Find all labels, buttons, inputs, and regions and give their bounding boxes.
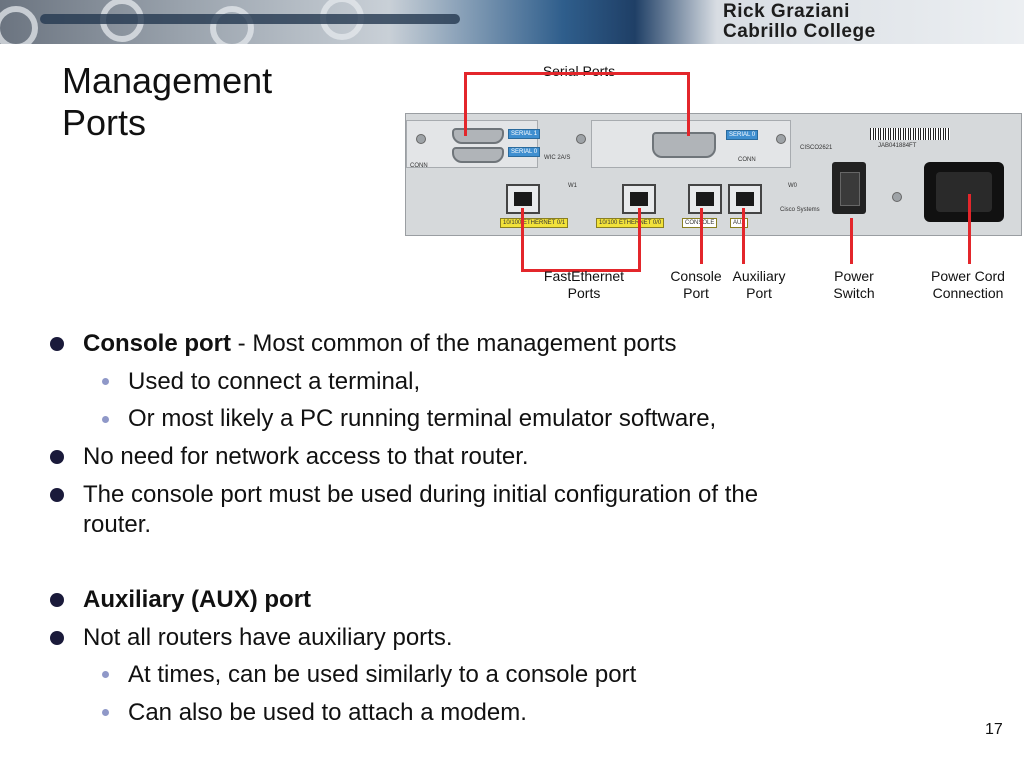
serial-port-0: [452, 147, 504, 163]
power-switch-label: Power Switch: [833, 268, 875, 301]
sub-bullet-connect-terminal: Used to connect a terminal,: [128, 368, 421, 395]
screw: [416, 134, 426, 144]
serial-ports-label: Serial Ports: [542, 63, 616, 79]
page-number: 17: [985, 721, 1003, 738]
bullet-marker: [50, 337, 64, 351]
sub-bullet-marker: [102, 671, 109, 678]
fastethernet-ports-label: FastEthernet Ports: [543, 268, 625, 301]
console-callout: [700, 208, 703, 264]
sub-bullet-modem: Can also be used to attach a modem.: [128, 699, 527, 726]
title-line-2: Ports: [62, 102, 147, 143]
bullet-aux-port: Auxiliary (AUX) port: [83, 586, 312, 613]
power-cord-callout: [968, 194, 971, 264]
power-switch-graphic: [832, 162, 866, 214]
aux-port: [728, 184, 762, 214]
ethernet-0-1-tag: 10/100 ETHERNET 0/1: [500, 218, 569, 228]
sub-bullet-marker: [102, 378, 109, 385]
serial-port-1: [452, 128, 504, 144]
power-cord-socket: [924, 162, 1004, 222]
bullet-marker: [50, 488, 64, 502]
header-banner: Rick Graziani Cabrillo College: [0, 0, 1024, 44]
fastethernet-callout-bar: [521, 269, 641, 272]
serial-callout-bar: [464, 72, 690, 75]
cable-coil-decoration: [210, 6, 254, 44]
w0-tag: W0: [788, 183, 797, 189]
conn-tag-right: CONN: [738, 157, 756, 163]
bullet-initial-config-cont: router.: [83, 511, 152, 538]
cable-decoration: [40, 14, 460, 24]
fastethernet-callout-stem2: [638, 208, 641, 272]
model-text: CISCO2621: [800, 145, 833, 151]
serial-callout-right: [687, 72, 690, 136]
aux-tag: AUX: [730, 218, 749, 228]
serial-callout-left: [464, 72, 467, 136]
slide-title: Management Ports: [62, 60, 382, 144]
serial-number-text: JAB041884FT: [878, 143, 917, 149]
title-line-1: Management: [62, 60, 273, 101]
aux-callout: [742, 208, 745, 264]
wic-serial-tag: SERIAL 0: [726, 130, 759, 140]
bullet-console-port: Console port - Most common of the manage…: [83, 330, 677, 357]
w1-tag: W1: [568, 183, 577, 189]
power-cord-label: Power Cord Connection: [931, 268, 1005, 301]
console-port-label: Console Port: [670, 268, 722, 301]
cisco-logo-text: Cisco Systems: [780, 207, 820, 213]
author-brand: Rick Graziani Cabrillo College: [723, 0, 933, 44]
ethernet-0-0-tag: 10/100 ETHERNET 0/0: [596, 218, 665, 228]
sub-bullet-marker: [102, 416, 109, 423]
author-name: Rick Graziani: [723, 1, 850, 22]
console-tag: CONSOLE: [682, 218, 718, 228]
screw: [892, 192, 902, 202]
router-diagram: Serial Ports SERIAL 1 SERIAL 0 WIC 2A/S …: [400, 58, 1024, 308]
console-port: [688, 184, 722, 214]
serial1-tag: SERIAL 1: [508, 129, 541, 139]
sub-bullet-similar-console: At times, can be used similarly to a con…: [128, 661, 637, 688]
bullet-marker: [50, 450, 64, 464]
serial0-tag: SERIAL 0: [508, 147, 541, 157]
cable-coil-decoration: [0, 6, 38, 44]
power-switch-callout: [850, 218, 853, 264]
bullet-marker: [50, 593, 64, 607]
bullet-no-network: No need for network access to that route…: [83, 443, 529, 470]
screw: [576, 134, 586, 144]
serial-barcode: [870, 128, 950, 140]
sub-bullet-pc-emulator: Or most likely a PC running terminal emu…: [128, 405, 717, 432]
bullet-initial-config: The console port must be used during ini…: [83, 481, 759, 508]
wic-tag: WIC 2A/S: [544, 155, 571, 161]
screw: [776, 134, 786, 144]
bullet-marker: [50, 631, 64, 645]
sub-bullet-marker: [102, 709, 109, 716]
college-name: Cabrillo College: [723, 21, 876, 42]
conn-tag-left: CONN: [410, 163, 428, 169]
bullet-not-all-routers: Not all routers have auxiliary ports.: [83, 624, 453, 651]
auxiliary-port-label: Auxiliary Port: [732, 268, 786, 301]
fastethernet-callout-stem: [521, 208, 524, 272]
serial-port-wic: [652, 132, 716, 158]
